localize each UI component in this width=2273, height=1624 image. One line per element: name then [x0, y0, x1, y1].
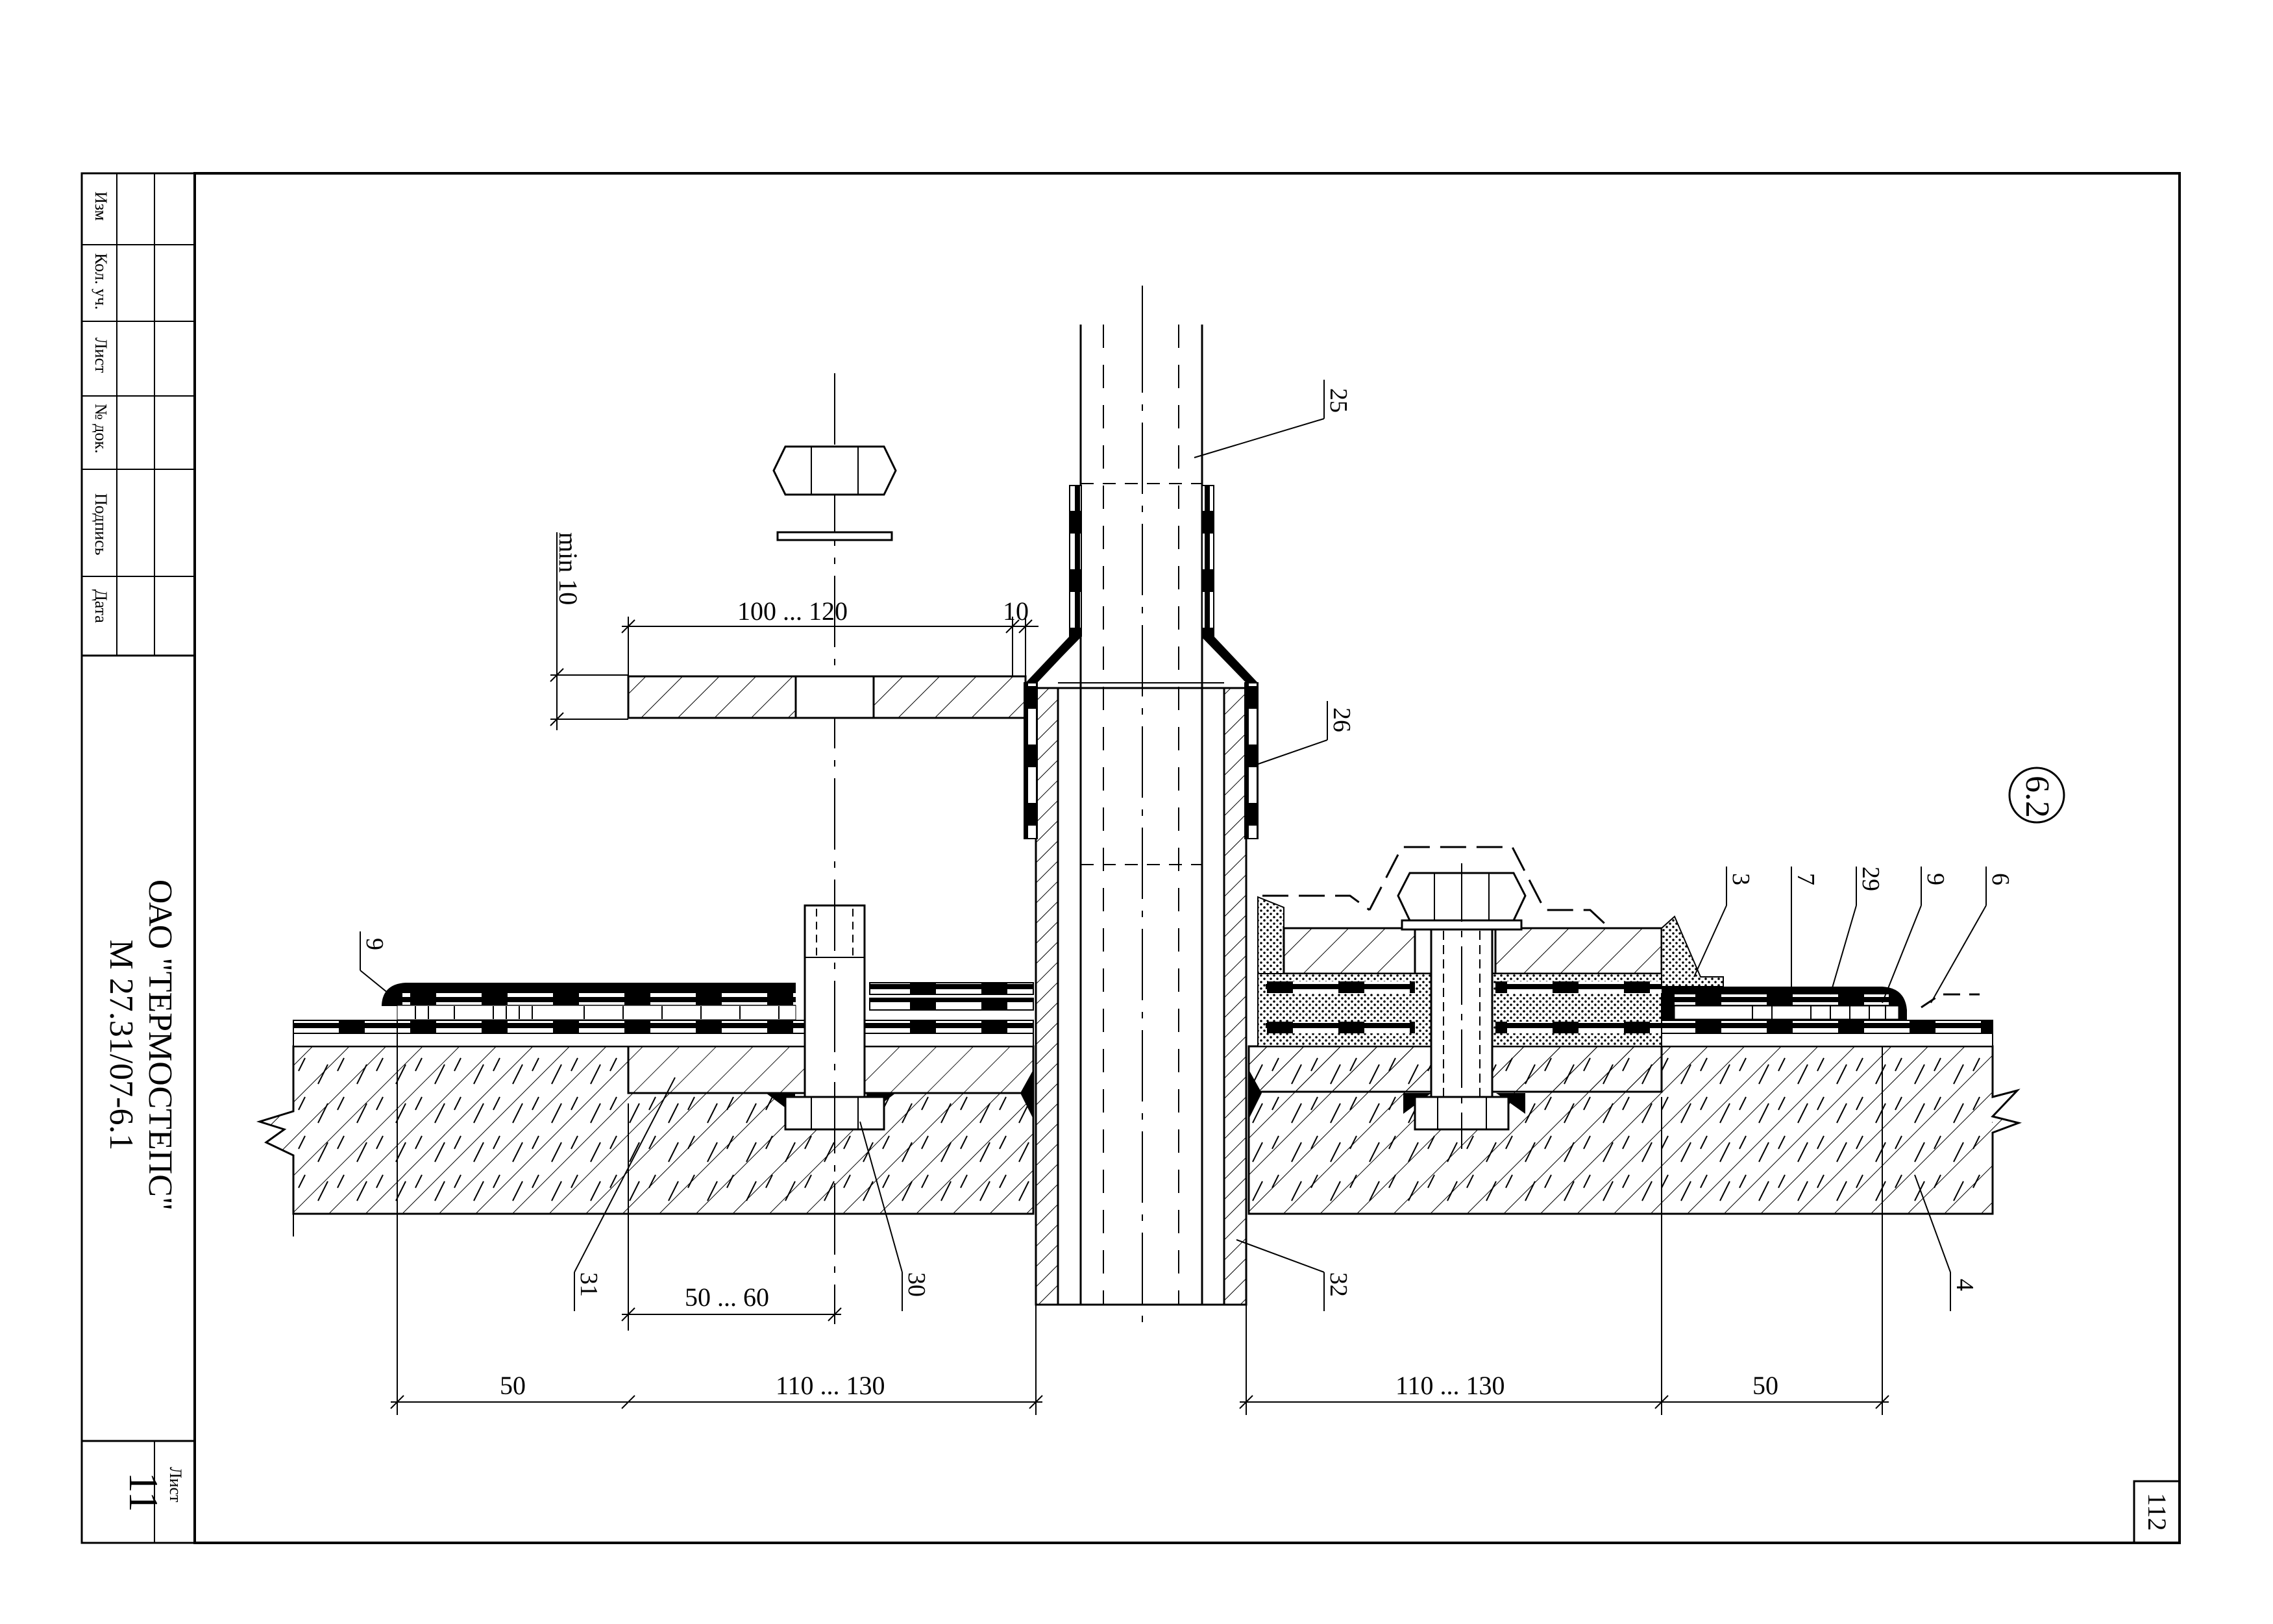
dimension-lines [390, 532, 1889, 1415]
callout-9-left: 9 [361, 938, 388, 950]
detail-mark: 6.2 [2008, 767, 2065, 824]
organization-name: ОАО "ТЕРМОСТЕПС" [141, 880, 178, 1211]
col-list: Лист [92, 338, 110, 373]
exploded-nut [772, 445, 897, 541]
pipe-collar-membrane [1024, 485, 1259, 839]
dim-right-outer: 50 [1752, 1371, 1778, 1400]
dim-left-inner: 110 ... 130 [776, 1371, 885, 1400]
callout-6: 6 [1987, 873, 2014, 885]
pipe [1035, 286, 1247, 1331]
right-clamp-assembly [1257, 846, 1724, 1149]
title-block-columns: Изм Кол. уч. Лист № док. Подпись Дата [92, 191, 110, 623]
col-doc-no: № док. [92, 404, 110, 454]
callout-7: 7 [1792, 873, 1819, 885]
left-roof-membrane [293, 982, 1034, 1047]
drawing-frame [80, 172, 2181, 1544]
left-anchor-bolt [784, 373, 885, 1324]
dim-left-outer: 50 [500, 1371, 526, 1400]
callout-leaders [360, 380, 1987, 1311]
dim-bolt-offset: 50 ... 60 [685, 1283, 769, 1312]
col-izm: Изм [92, 191, 110, 221]
dim-flange-gap: 10 [1003, 597, 1029, 626]
right-roof-membrane [1661, 987, 1993, 1047]
col-signature: Подпись [92, 493, 110, 556]
sheet-number: 11 [121, 1472, 167, 1512]
callout-25: 25 [1325, 388, 1352, 413]
dim-flange-width: 100 ... 120 [737, 597, 848, 626]
callout-30: 30 [903, 1272, 930, 1297]
callout-29: 29 [1857, 867, 1884, 891]
svg-text:6.2: 6.2 [2019, 776, 2056, 818]
col-date: Дата [92, 589, 110, 623]
callout-32: 32 [1325, 1272, 1352, 1297]
document-code: М 27.31/07-6.1 [103, 940, 140, 1151]
callout-4: 4 [1951, 1279, 1978, 1291]
exploded-flange [627, 675, 1027, 719]
callout-26: 26 [1328, 707, 1355, 732]
callout-3: 3 [1727, 873, 1754, 885]
callout-9-right: 9 [1922, 873, 1949, 885]
dim-right-inner: 110 ... 130 [1395, 1371, 1505, 1400]
callout-numbers: 25 26 9 31 30 32 3 7 29 9 6 4 [361, 388, 2014, 1297]
col-kol-uch: Кол. уч. [92, 253, 110, 310]
callout-31: 31 [575, 1272, 602, 1297]
dim-min10: min 10 [554, 532, 583, 605]
dimension-labels: min 10 100 ... 120 10 50 ... 60 50 110 .… [500, 532, 1778, 1400]
page-number: 112 [2143, 1493, 2172, 1531]
sheet-label: Лист [166, 1467, 185, 1502]
